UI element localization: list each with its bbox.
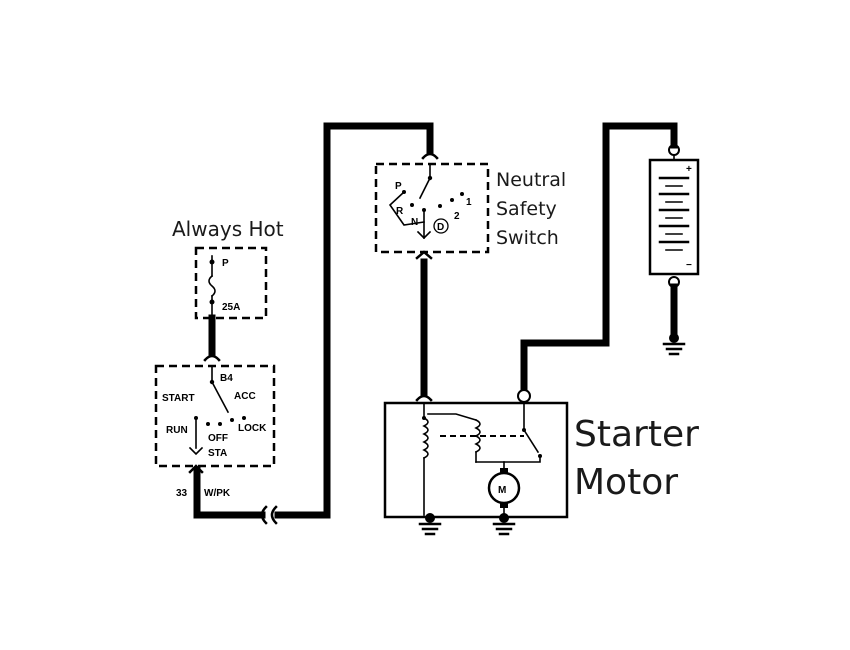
ground-icon xyxy=(492,513,516,536)
motor-symbol: M xyxy=(498,485,506,496)
neutral-position-n: N xyxy=(411,217,418,228)
battery-icon: + − xyxy=(648,144,700,288)
battery-positive-cable xyxy=(520,122,678,394)
connector-icon xyxy=(415,394,433,402)
fuse-icon xyxy=(208,255,216,319)
neutral-label-line2: Safety xyxy=(496,198,557,220)
solenoid-contact xyxy=(475,402,542,463)
neutral-safety-switch-boundary xyxy=(374,162,490,254)
starter-label-line1: Starter xyxy=(574,414,699,455)
battery-terminal-icon xyxy=(517,389,531,403)
wire-color-label: W/PK xyxy=(204,488,231,499)
neutral-switch-contacts xyxy=(388,163,464,240)
ignition-switch-boundary xyxy=(154,364,276,468)
fuse-rating-label: 25A xyxy=(222,302,240,313)
motor-icon xyxy=(487,461,521,518)
ground-icon xyxy=(418,513,442,536)
ignition-position-off: OFF xyxy=(208,433,228,444)
neutral-position-2: 2 xyxy=(454,211,460,222)
connector-icon xyxy=(415,250,433,260)
circuit-number-label: 33 xyxy=(176,488,188,499)
ignition-position-lock: LOCK xyxy=(238,423,267,434)
neutral-position-d: D xyxy=(437,222,444,233)
ignition-position-acc: ACC xyxy=(234,391,256,402)
connector-icon xyxy=(203,354,221,362)
neutral-position-1: 1 xyxy=(466,197,472,208)
connector-icon xyxy=(421,152,439,160)
starter-label-line2: Motor xyxy=(574,462,678,503)
neutral-position-r: R xyxy=(396,206,404,217)
solenoid-coils xyxy=(422,402,524,516)
ignition-position-sta: STA xyxy=(208,448,227,459)
ignition-output-wire xyxy=(193,466,266,519)
neutral-label-line1: Neutral xyxy=(496,169,566,191)
ignition-position-start: START xyxy=(162,393,195,404)
neutral-label-line3: Switch xyxy=(496,227,559,249)
svg-text:+: + xyxy=(686,164,692,175)
neutral-position-p: P xyxy=(395,181,402,192)
always-hot-label: Always Hot xyxy=(172,217,284,241)
ignition-to-neutral-wire xyxy=(274,122,434,519)
inline-connector-icon xyxy=(260,505,278,525)
svg-text:−: − xyxy=(686,260,692,271)
ground-icon xyxy=(662,333,686,356)
ignition-terminal-label: B4 xyxy=(220,373,233,384)
fuse-terminal-label: P xyxy=(222,258,229,269)
fuse-block-boundary xyxy=(194,246,268,320)
starter-motor-housing xyxy=(383,401,569,519)
ignition-position-run: RUN xyxy=(166,425,188,436)
ignition-switch-contacts xyxy=(188,365,246,456)
